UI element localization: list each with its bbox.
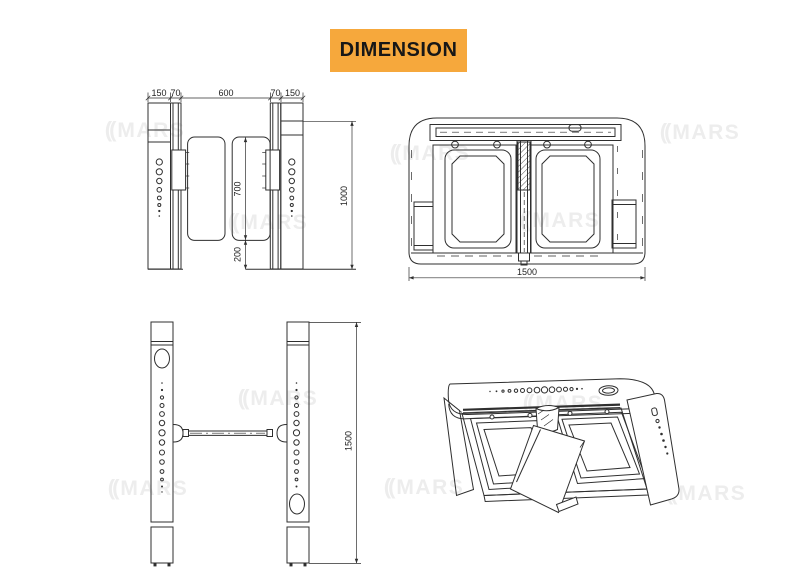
iso-deck-bolts <box>489 409 610 420</box>
iso-led-dot-row <box>489 386 583 394</box>
watermark-logo-icon: (( <box>227 209 240 234</box>
iso-swing-door <box>509 424 586 514</box>
front-door-dimensions: 700 200 <box>233 137 248 270</box>
page-title-label: DIMENSION <box>339 39 458 61</box>
watermark-logo-icon: (( <box>237 385 250 410</box>
dim-door-height: 700 <box>233 181 243 196</box>
iso-reader-window <box>598 385 619 396</box>
front-glass-columns <box>170 102 282 270</box>
dim-left-cabinet-width: 150 <box>151 88 166 98</box>
dim-right-cabinet-width: 150 <box>285 88 300 98</box>
watermark-text: MARS <box>396 476 465 499</box>
front-height-dimension: 1000 <box>303 120 356 270</box>
watermark-logo-icon: (( <box>383 474 396 499</box>
watermark: ((MARS <box>238 385 319 411</box>
watermark-logo-icon: (( <box>659 119 672 144</box>
watermark-text: MARS <box>120 477 189 500</box>
watermark-logo-icon: (( <box>107 475 120 500</box>
side-length-dimension: 1500 <box>309 322 361 564</box>
dim-side-overall-length: 1500 <box>344 431 354 451</box>
front-view-drawing: 150 70 600 70 150 <box>145 88 356 270</box>
plan-top-bar <box>429 124 622 141</box>
front-right-cabinet <box>280 102 304 270</box>
watermark-text: MARS <box>532 209 601 232</box>
plan-right-plate <box>530 144 614 254</box>
side-left-cabinet <box>150 321 174 567</box>
watermark-logo-icon: (( <box>519 207 532 232</box>
plan-view-drawing: 1500 <box>408 117 646 281</box>
watermark-logo-icon: (( <box>389 140 402 165</box>
isometric-view-drawing <box>443 378 680 514</box>
iso-right-end-face <box>626 392 680 506</box>
dim-door-floor-gap: 200 <box>233 247 243 262</box>
side-right-cabinet <box>286 321 310 567</box>
dim-overall-height: 1000 <box>339 186 349 206</box>
watermark: ((MARS <box>520 207 601 233</box>
watermark-text: MARS <box>240 211 309 234</box>
plan-length-dimension: 1500 <box>408 267 646 281</box>
side-view-drawing: 1500 <box>150 321 361 567</box>
iso-left-end-face <box>443 396 475 497</box>
dim-passage-width: 600 <box>218 88 233 98</box>
watermark-logo-icon: (( <box>104 117 117 142</box>
page-title: DIMENSION <box>330 29 467 72</box>
watermark-text: MARS <box>402 142 471 165</box>
watermark-logo-icon: (( <box>522 390 535 415</box>
plan-outer-shell <box>408 117 646 265</box>
plan-left-plate <box>432 144 517 254</box>
dim-left-glass-width: 70 <box>170 88 180 98</box>
watermark: ((MARS <box>384 474 465 500</box>
watermark: ((MARS <box>108 475 189 501</box>
plan-bottom-band <box>411 252 643 257</box>
watermark: ((MARS <box>390 140 471 166</box>
dim-plan-overall-length: 1500 <box>517 267 537 277</box>
front-hinge-brackets <box>171 149 281 191</box>
watermark-text: MARS <box>250 387 319 410</box>
watermark: ((MARS <box>228 209 309 235</box>
plan-center-mechanism <box>516 140 532 266</box>
front-top-dimension-chain <box>145 92 306 102</box>
side-connecting-arm <box>173 424 287 443</box>
front-left-cabinet <box>147 102 171 270</box>
watermark-text: MARS <box>678 482 747 505</box>
dim-right-glass-width: 70 <box>270 88 280 98</box>
watermark: ((MARS <box>660 119 741 145</box>
plan-side-wings <box>413 199 637 251</box>
watermark-text: MARS <box>672 121 741 144</box>
front-swing-doors <box>187 136 271 241</box>
